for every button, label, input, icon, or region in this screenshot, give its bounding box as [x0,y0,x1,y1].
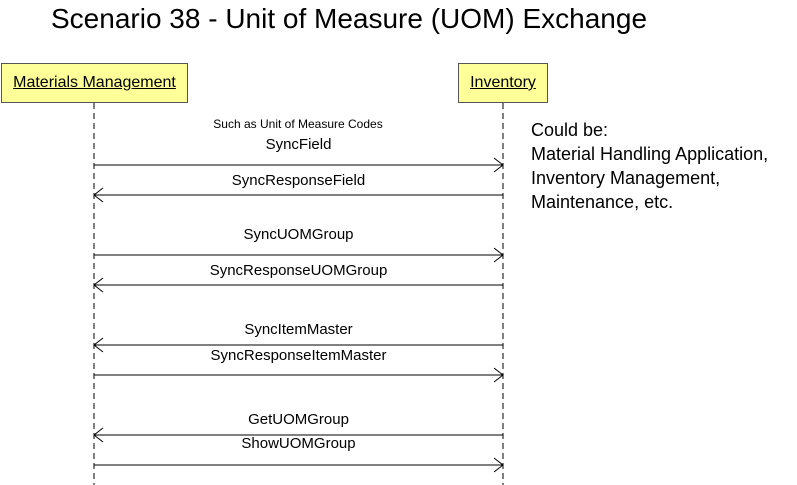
side-note-line: Could be: [531,120,609,140]
arrowhead [93,434,104,443]
arrowhead [93,427,104,436]
diagram-title: Scenario 38 - Unit of Measure (UOM) Exch… [51,3,648,34]
message-label: SyncResponseUOMGroup [209,262,388,279]
arrowhead [493,457,504,466]
actor-label-right: Inventory [470,74,536,91]
message-label: SyncUOMGroup [243,226,354,243]
message-label: ShowUOMGroup [241,435,356,452]
arrowhead [493,367,504,376]
message-label: GetUOMGroup [248,411,349,428]
side-note-line: Maintenance, etc. [531,192,674,212]
arrowhead [493,374,504,383]
side-note: Could be: Material Handling Application,… [531,118,768,214]
side-note-line: Inventory Management, [531,168,721,188]
arrowhead [93,187,104,196]
arrowhead [93,344,104,353]
arrowhead [93,277,104,286]
message-label: SyncResponseField [231,172,366,189]
actor-inventory: Inventory [458,63,548,103]
message-note: Such as Unit of Measure Codes [213,117,383,131]
side-note-line: Material Handling Application, [531,144,769,164]
actor-materials-management: Materials Management [1,63,188,103]
arrowhead [493,254,504,263]
arrowhead [493,247,504,256]
message-label: SyncItemMaster [244,321,353,338]
message-label: SyncResponseItemMaster [210,347,387,364]
arrowhead [93,194,104,203]
arrowhead [93,337,104,346]
arrowhead [493,157,504,166]
arrowhead [93,284,104,293]
arrowhead [493,164,504,173]
message-label: SyncField [265,136,332,153]
arrowhead [493,464,504,473]
actor-label-left: Materials Management [13,74,176,91]
